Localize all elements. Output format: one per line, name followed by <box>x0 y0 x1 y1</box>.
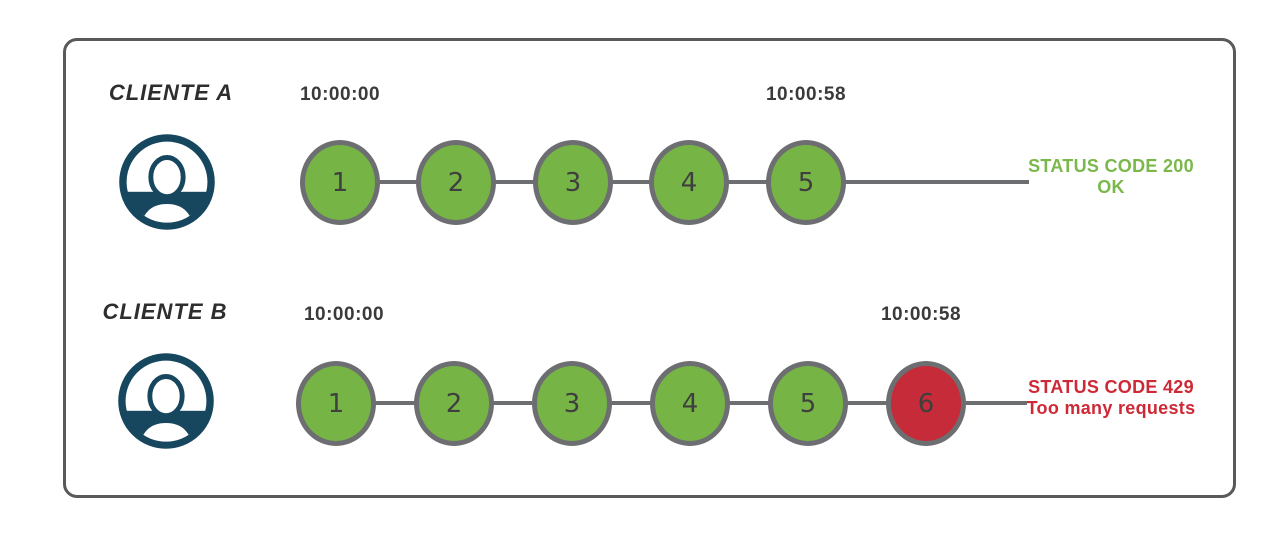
request-node-blocked: 6 <box>886 361 966 446</box>
user-avatar-icon <box>119 134 215 230</box>
request-node: 5 <box>768 361 848 446</box>
timestamp-start: 10:00:00 <box>303 304 385 325</box>
status-line1: STATUS CODE 429 <box>1028 377 1194 397</box>
request-node: 5 <box>766 140 846 225</box>
status-line1: STATUS CODE 200 <box>1028 156 1194 176</box>
client-a-label: CLIENTE A <box>108 80 234 105</box>
timestamp-end: 10:00:58 <box>765 84 847 105</box>
request-node: 2 <box>416 140 496 225</box>
avatar-head <box>148 155 186 200</box>
client-b-label: CLIENTE B <box>102 299 228 324</box>
request-number: 1 <box>331 167 349 198</box>
request-node: 2 <box>414 361 494 446</box>
user-avatar-icon <box>118 353 214 449</box>
request-number: 3 <box>564 167 582 198</box>
request-number: 4 <box>680 167 698 198</box>
outer-frame <box>63 38 1236 498</box>
request-number: 5 <box>799 388 817 419</box>
request-number: 1 <box>327 388 345 419</box>
request-node: 4 <box>650 361 730 446</box>
request-node: 1 <box>300 140 380 225</box>
request-node: 3 <box>533 140 613 225</box>
status-line2: OK <box>1097 177 1125 197</box>
request-number: 3 <box>563 388 581 419</box>
request-number: 5 <box>797 167 815 198</box>
request-number: 2 <box>445 388 463 419</box>
request-number: 4 <box>681 388 699 419</box>
avatar-head <box>147 374 185 419</box>
request-number: 6 <box>917 388 935 419</box>
status-label: STATUS CODE 200 OK <box>1026 156 1196 198</box>
timestamp-end: 10:00:58 <box>880 304 962 325</box>
request-node: 1 <box>296 361 376 446</box>
status-line2: Too many requests <box>1026 398 1196 418</box>
timestamp-start: 10:00:00 <box>299 84 381 105</box>
request-number: 2 <box>447 167 465 198</box>
status-label: STATUS CODE 429 Too many requests <box>1026 377 1196 419</box>
request-node: 4 <box>649 140 729 225</box>
request-node: 3 <box>532 361 612 446</box>
